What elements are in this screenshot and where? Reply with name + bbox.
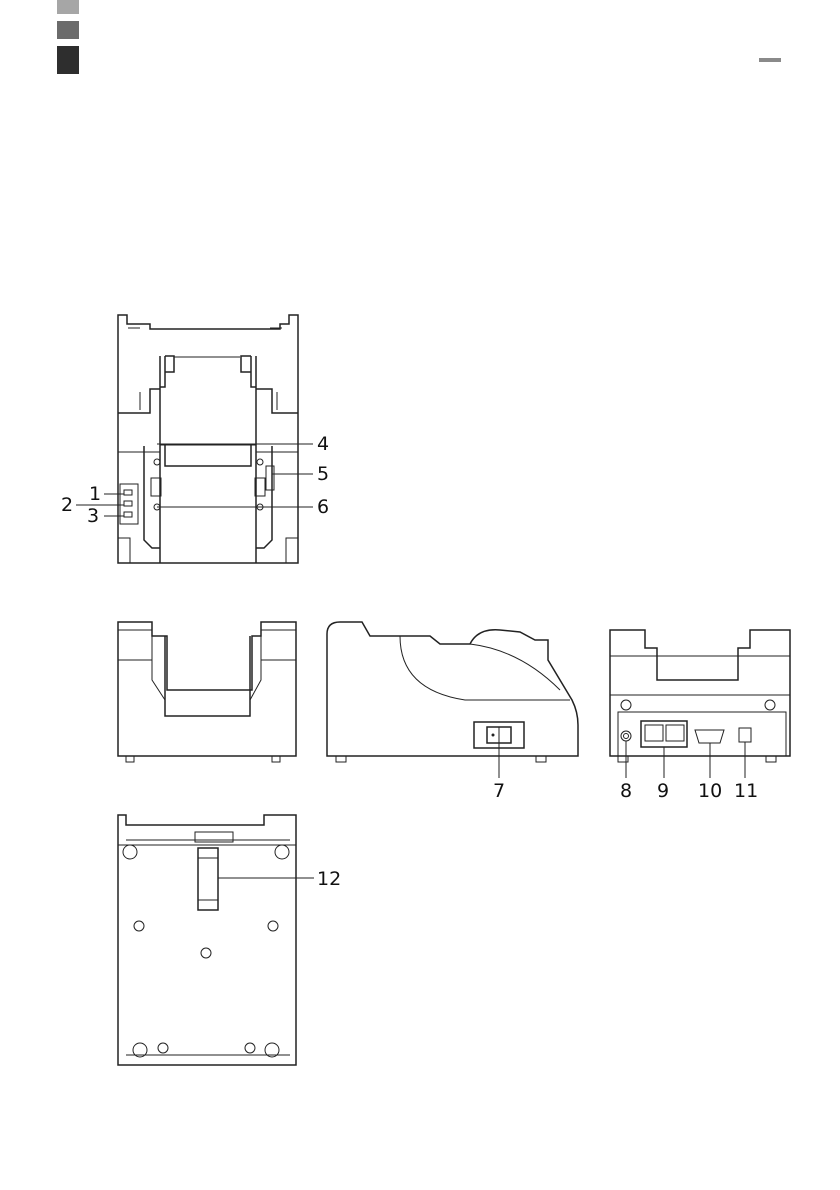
top-view-drawing bbox=[76, 315, 313, 563]
callout-11: 11 bbox=[734, 780, 758, 802]
front-view-drawing bbox=[118, 622, 296, 762]
side-view-drawing bbox=[327, 622, 578, 778]
callout-10: 10 bbox=[698, 780, 722, 802]
callout-12: 12 bbox=[317, 868, 341, 890]
callout-9: 9 bbox=[657, 780, 669, 802]
callout-7: 7 bbox=[493, 780, 505, 802]
callout-2: 2 bbox=[61, 494, 73, 516]
callout-8: 8 bbox=[620, 780, 632, 802]
callout-3: 3 bbox=[87, 505, 99, 527]
callout-6: 6 bbox=[317, 496, 329, 518]
callout-4: 4 bbox=[317, 433, 329, 455]
bottom-view-drawing bbox=[118, 815, 314, 1065]
callout-5: 5 bbox=[317, 463, 329, 485]
rear-view-drawing bbox=[610, 630, 790, 778]
callout-1: 1 bbox=[89, 483, 101, 505]
